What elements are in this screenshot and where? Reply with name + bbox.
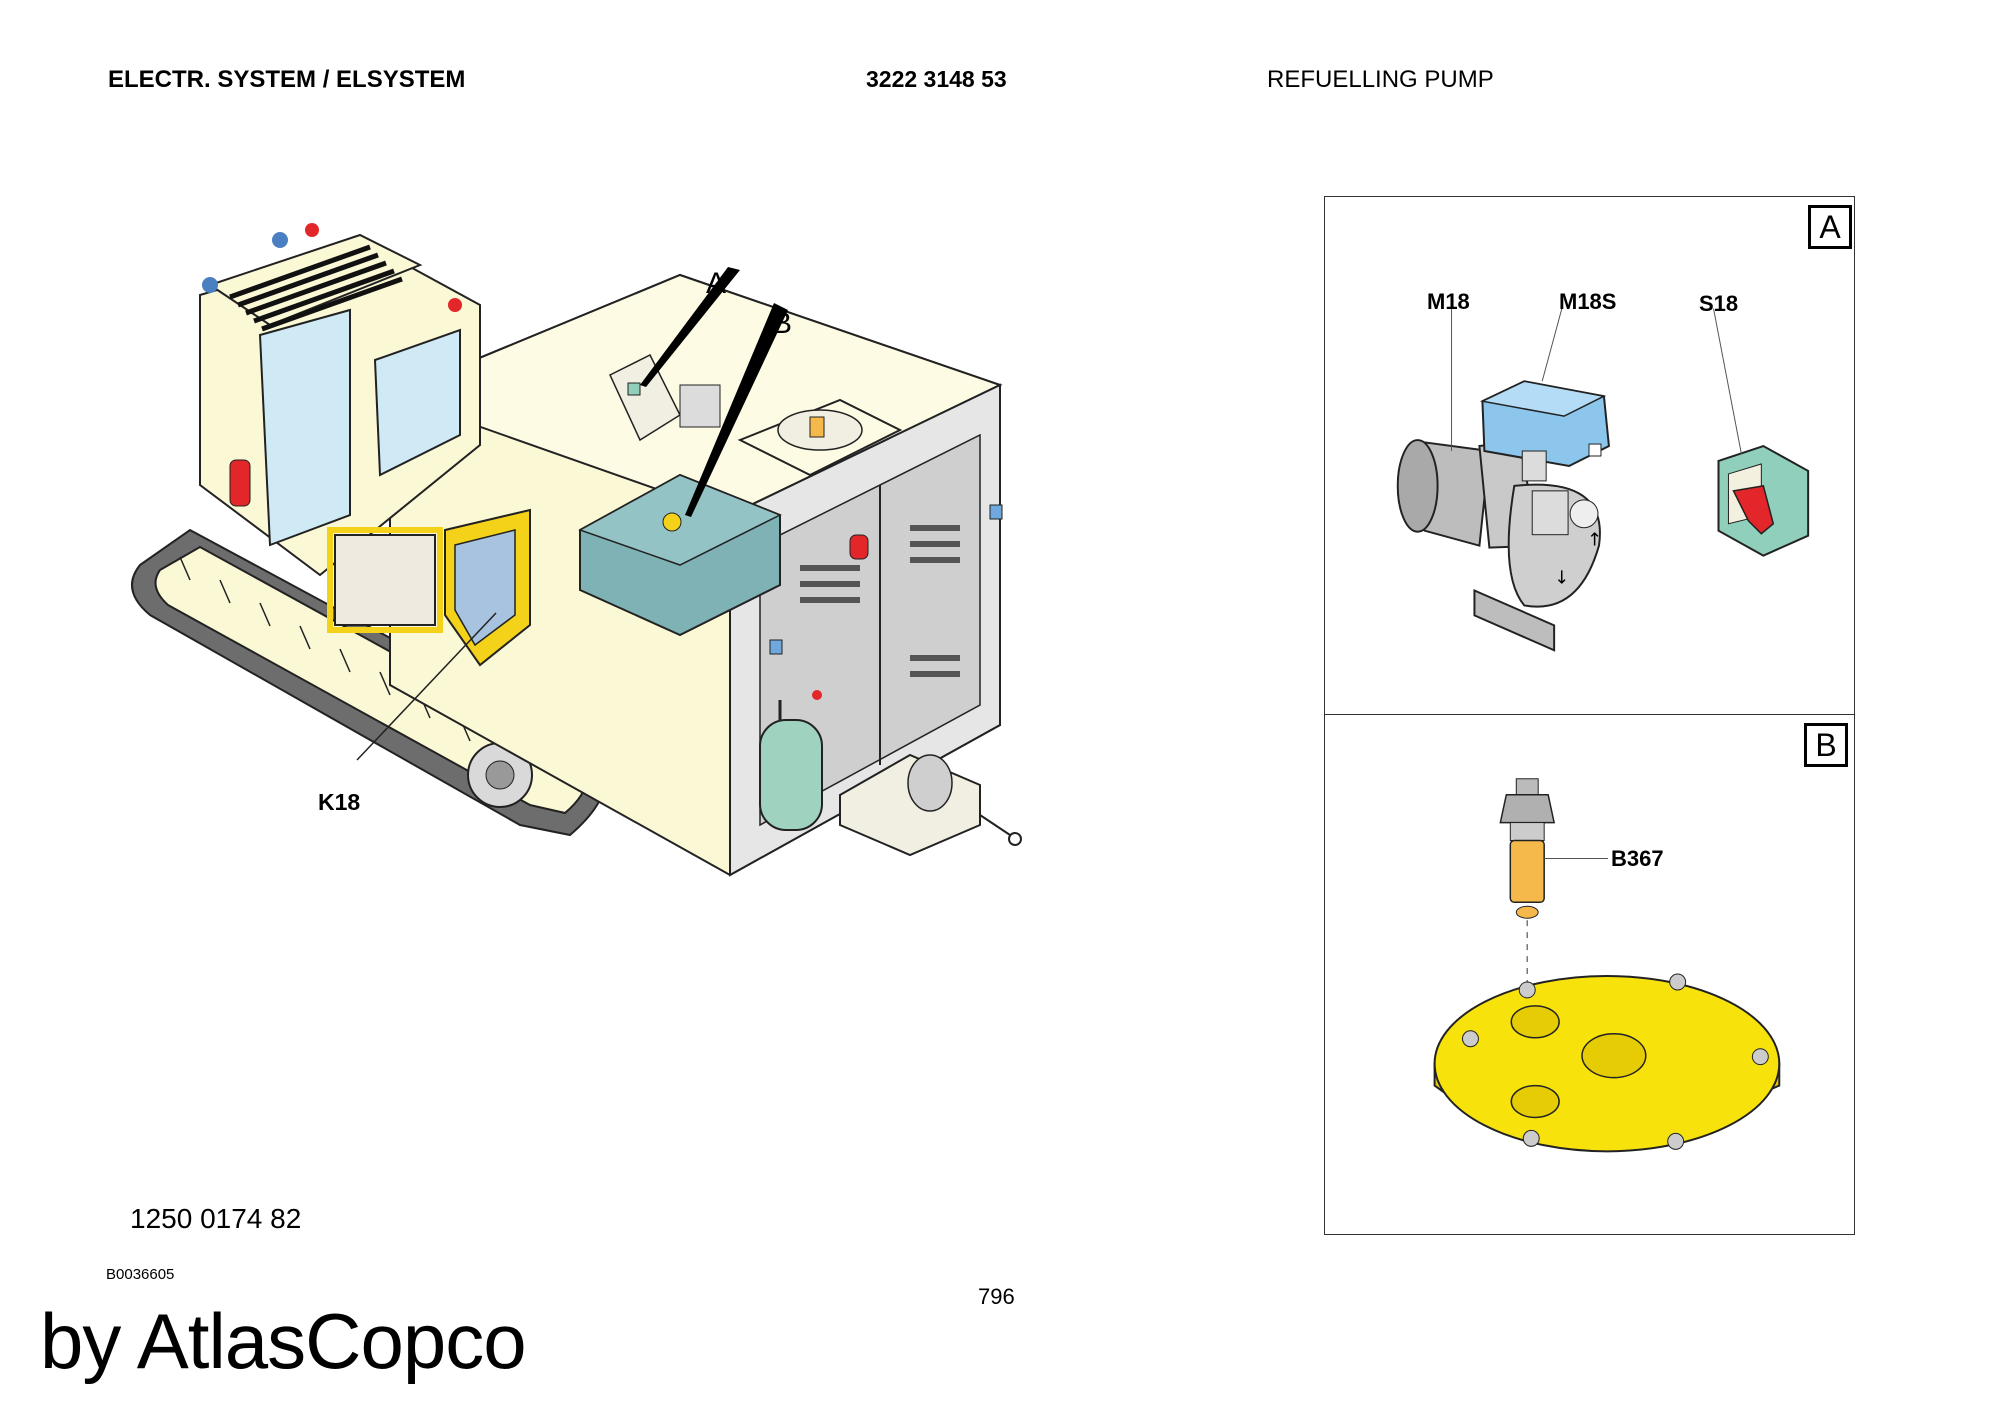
s18-label: S18 — [1699, 291, 1739, 316]
pump-detail-illustration: ↓ ↑ — [1396, 306, 1810, 652]
reference-code: 1250 0174 82 — [130, 1203, 302, 1234]
svg-text:↑: ↑ — [1587, 530, 1602, 551]
page-number: 796 — [978, 1284, 1015, 1309]
air-receiver — [759, 690, 823, 831]
tow-winch — [839, 753, 1022, 857]
crawler-track — [131, 528, 606, 837]
pump-motor: ↓ ↑ — [1396, 439, 1602, 652]
callout-a-label: A — [706, 267, 726, 300]
callout-b-label: B — [772, 307, 792, 340]
brand-watermark: by AtlasCopco — [40, 1297, 527, 1385]
detail-b-tag: B — [1804, 723, 1848, 767]
m18-label: M18 — [1427, 289, 1470, 314]
figure-code: B0036605 — [106, 1266, 175, 1283]
callout-a-pointer — [640, 267, 740, 387]
level-sensor — [1499, 778, 1608, 1002]
pressure-switch — [1480, 380, 1610, 482]
k18-label: K18 — [318, 789, 360, 815]
drill-rig-illustration: A B K18 — [131, 223, 1022, 877]
part-number: 3222 3148 53 — [866, 66, 1007, 92]
electrical-cabinet — [327, 508, 531, 667]
k18-leader — [356, 612, 497, 761]
page-title: REFUELLING PUMP — [1267, 66, 1494, 93]
operator-cabin — [199, 223, 481, 577]
fuel-tank — [578, 473, 782, 637]
level-sensor-illustration — [1433, 778, 1781, 1153]
selector-switch — [1717, 444, 1810, 557]
callout-b-pointer — [685, 303, 788, 517]
tank-cover-plate — [1433, 973, 1781, 1153]
svg-text:↓: ↓ — [1554, 568, 1569, 589]
detail-panel-b: B B367 — [1324, 714, 1855, 1235]
b367-label: B367 — [1611, 846, 1664, 871]
m18s-label: M18S — [1559, 289, 1617, 314]
detail-panel-a: ↓ ↑ A M18 M18S S18 — [1324, 196, 1855, 715]
fan-housing — [737, 398, 903, 477]
section-title: ELECTR. SYSTEM / ELSYSTEM — [108, 66, 466, 93]
valve-panel — [609, 353, 721, 442]
detail-a-tag: A — [1808, 205, 1852, 249]
